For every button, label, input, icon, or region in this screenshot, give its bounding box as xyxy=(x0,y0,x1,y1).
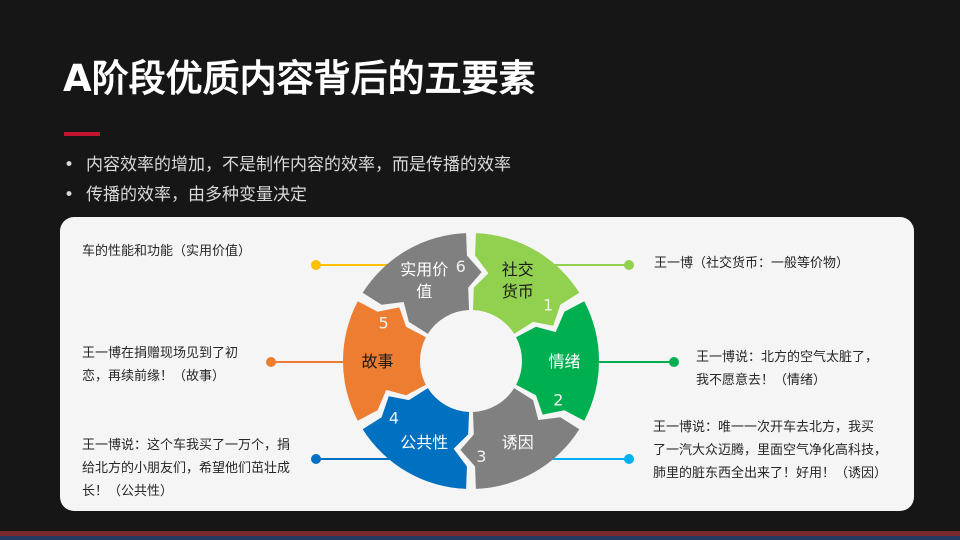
segment-6 xyxy=(362,233,482,334)
bullet-list: •内容效率的增加，不是制作内容的效率，而是传播的效率 •传播的效率，由多种变量决… xyxy=(64,152,511,212)
note-emotion: 王一博说：北方的空气太脏了， 我不愿意去！（情绪） xyxy=(696,350,879,388)
segment-label: 社交货币 xyxy=(502,260,534,301)
segment-4 xyxy=(362,388,470,489)
connector-dot-icon xyxy=(311,260,321,270)
connector-dot-icon xyxy=(624,260,634,270)
segment-number: 6 xyxy=(456,257,466,276)
segment-number: 4 xyxy=(389,408,399,427)
segment-label: 公共性 xyxy=(400,433,448,452)
segment-3 xyxy=(460,388,580,489)
bullet-dot-icon: • xyxy=(64,185,75,205)
connector-dot-icon xyxy=(266,357,276,367)
note-social-currency: 王一博（社交货币：一般等价物） xyxy=(654,256,850,271)
segment-2 xyxy=(516,301,599,421)
segment-label: 诱因 xyxy=(502,433,534,452)
title-accent-bar xyxy=(64,132,100,136)
footer-band-red xyxy=(0,531,960,536)
footer-band-blue xyxy=(0,536,960,540)
connector-dot-icon xyxy=(669,357,679,367)
segment-label: 情绪 xyxy=(548,352,580,371)
note-practical-value: 车的性能和功能（实用价值） xyxy=(82,244,252,259)
slide-title: A阶段优质内容背后的五要素 xyxy=(63,57,536,100)
segment-number: 3 xyxy=(476,447,486,466)
donut-segments xyxy=(343,233,599,489)
segment-label: 实用价值 xyxy=(400,260,448,301)
connector-dot-icon xyxy=(311,454,321,464)
note-story: 王一博在捐赠现场见到了初 恋，再续前缘！（故事） xyxy=(82,346,239,384)
segment-label: 故事 xyxy=(361,352,393,371)
segment-1 xyxy=(472,233,580,334)
note-public: 王一博说：这个车我买了一万个，捐 给北方的小朋友们，希望他们茁壮成 长！（公共性… xyxy=(82,438,291,499)
segment-5 xyxy=(343,301,426,421)
bullet-dot-icon: • xyxy=(64,155,75,175)
segment-number: 1 xyxy=(543,296,553,315)
connector-dot-icon xyxy=(624,454,634,464)
bullet-item: •内容效率的增加，不是制作内容的效率，而是传播的效率 xyxy=(64,152,511,182)
segment-number: 5 xyxy=(379,313,389,332)
segment-number: 2 xyxy=(553,391,563,410)
note-trigger: 王一博说：唯一一次开车去北方，我买 了一汽大众迈腾，里面空气净化高科技， 肺里的… xyxy=(653,420,888,481)
connector-lines xyxy=(266,260,679,464)
bullet-item: •传播的效率，由多种变量决定 xyxy=(64,182,511,212)
